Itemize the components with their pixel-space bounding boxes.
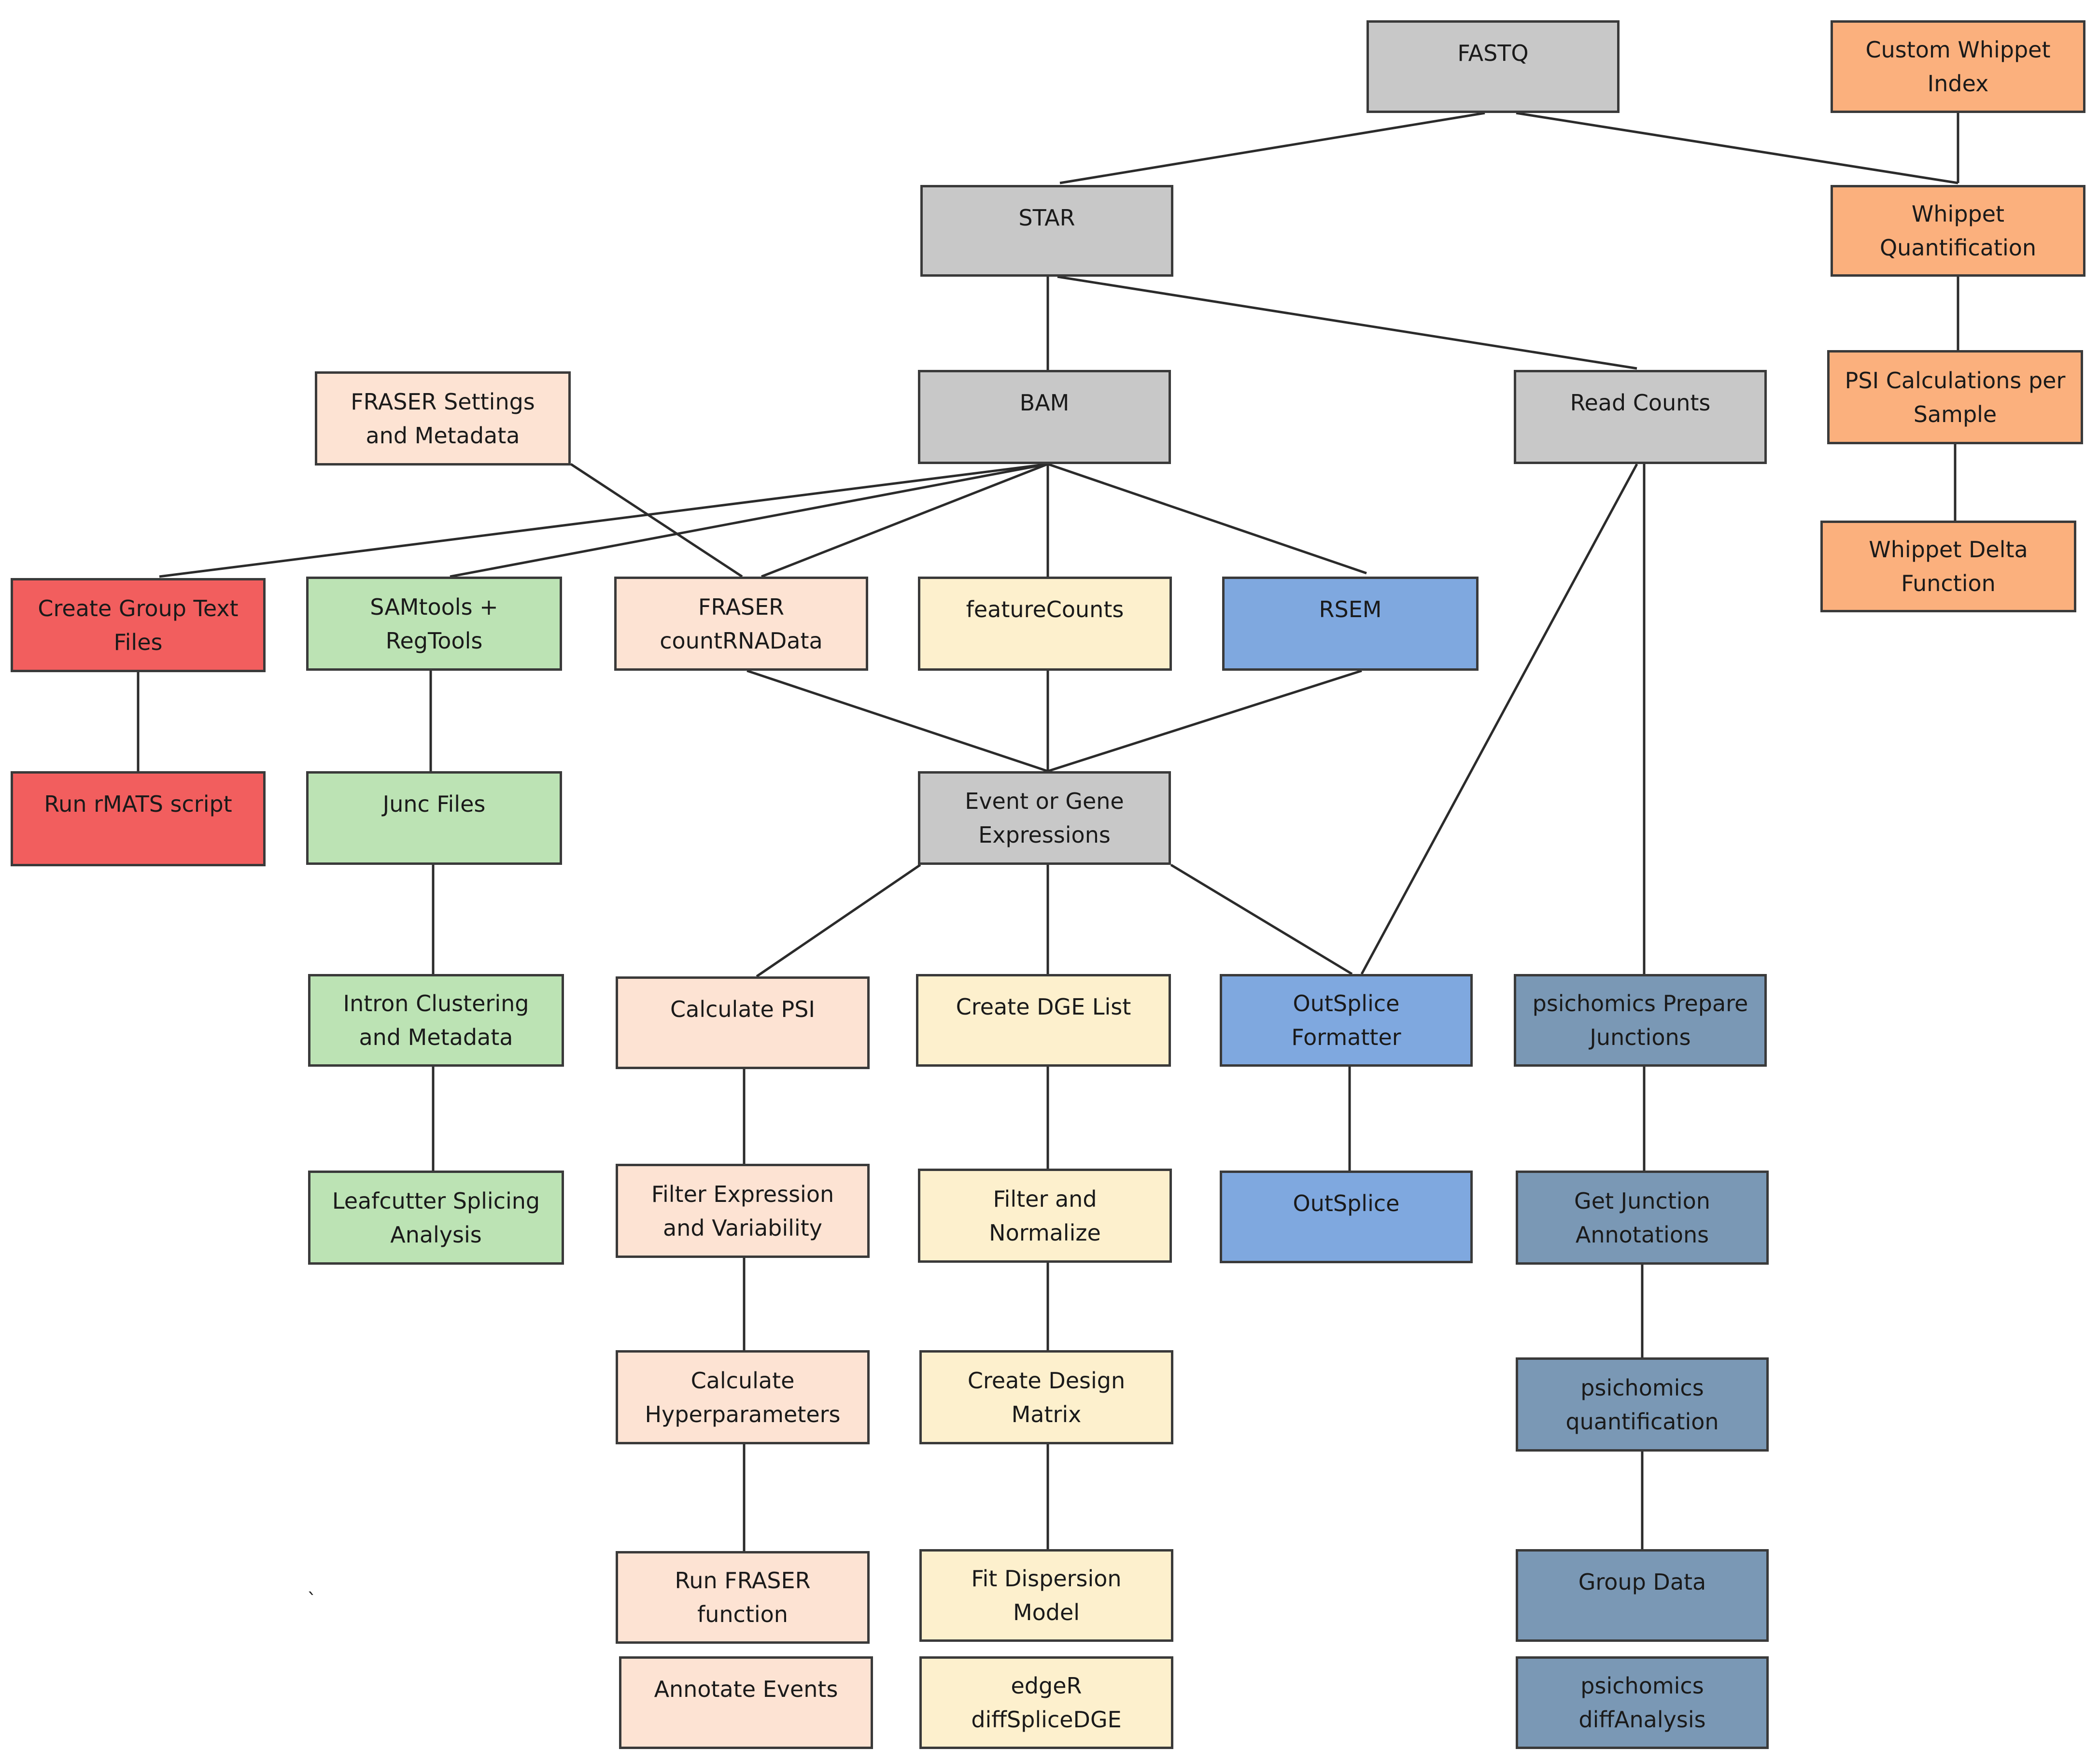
node-calculate-psi: Calculate PSI bbox=[616, 976, 870, 1069]
node-fraser-settings: FRASER Settings and Metadata bbox=[315, 371, 571, 466]
node-leafcutter: Leafcutter Splicing Analysis bbox=[308, 1171, 564, 1265]
connector-line bbox=[761, 463, 1048, 578]
node-psichomics-quantification: psichomics quantification bbox=[1516, 1357, 1769, 1452]
connector-line bbox=[1360, 463, 1638, 975]
connector-line bbox=[159, 463, 1048, 578]
connector-line bbox=[570, 463, 743, 578]
node-whippet-quantification: Whippet Quantification bbox=[1831, 185, 2085, 277]
connector-line bbox=[1059, 112, 1485, 184]
node-star: STAR bbox=[920, 185, 1173, 277]
connector-line bbox=[1516, 112, 1958, 184]
node-run-fraser: Run FRASER function bbox=[616, 1551, 870, 1644]
node-create-dge-list: Create DGE List bbox=[916, 974, 1171, 1067]
node-fit-dispersion: Fit Dispersion Model bbox=[919, 1549, 1173, 1642]
node-samtools-regtools: SAMtools + RegTools bbox=[306, 577, 562, 671]
node-calculate-hyperparameters: Calculate Hyperparameters bbox=[616, 1350, 870, 1444]
node-psichomics-prepare: psichomics Prepare Junctions bbox=[1514, 974, 1767, 1067]
node-fraser-countrnadata: FRASER countRNAData bbox=[614, 577, 868, 671]
node-annotate-events: Annotate Events bbox=[619, 1656, 873, 1749]
connector-line bbox=[1170, 863, 1353, 975]
node-read-counts: Read Counts bbox=[1514, 370, 1767, 464]
node-run-rmats: Run rMATS script bbox=[11, 771, 266, 866]
node-filter-normalize: Filter and Normalize bbox=[918, 1169, 1172, 1263]
node-create-design-matrix: Create Design Matrix bbox=[919, 1350, 1173, 1444]
node-custom-whippet-index: Custom Whippet Index bbox=[1831, 20, 2085, 113]
node-filter-expression: Filter Expression and Variability bbox=[616, 1164, 870, 1258]
connector-line bbox=[1047, 669, 1362, 773]
node-psichomics-diffanalysis: psichomics diffAnalysis bbox=[1516, 1656, 1769, 1749]
node-edger-diffsplicedge: edgeR diffSpliceDGE bbox=[919, 1656, 1173, 1749]
connector-line bbox=[747, 669, 1048, 773]
node-get-junction-annotations: Get Junction Annotations bbox=[1516, 1171, 1769, 1265]
node-outsplice: OutSplice bbox=[1220, 1171, 1473, 1263]
node-whippet-delta: Whippet Delta Function bbox=[1820, 521, 2076, 612]
node-intron-clustering: Intron Clustering and Metadata bbox=[308, 974, 564, 1067]
node-junc-files: Junc Files bbox=[306, 771, 562, 865]
node-bam: BAM bbox=[918, 370, 1171, 464]
connector-line bbox=[450, 463, 1048, 578]
node-group-data: Group Data bbox=[1516, 1549, 1769, 1642]
node-outsplice-formatter: OutSplice Formatter bbox=[1220, 974, 1473, 1067]
node-event-gene-expressions: Event or Gene Expressions bbox=[918, 771, 1171, 865]
node-create-group-text-files: Create Group Text Files bbox=[11, 578, 266, 672]
connector-line bbox=[1047, 463, 1367, 575]
stray-mark: ` bbox=[307, 1590, 317, 1612]
connector-line bbox=[1057, 275, 1637, 370]
connector-line bbox=[756, 863, 921, 978]
node-fastq: FASTQ bbox=[1366, 20, 1620, 113]
node-featurecounts: featureCounts bbox=[918, 577, 1172, 671]
node-rsem: RSEM bbox=[1222, 577, 1479, 671]
node-psi-per-sample: PSI Calculations per Sample bbox=[1827, 350, 2083, 444]
